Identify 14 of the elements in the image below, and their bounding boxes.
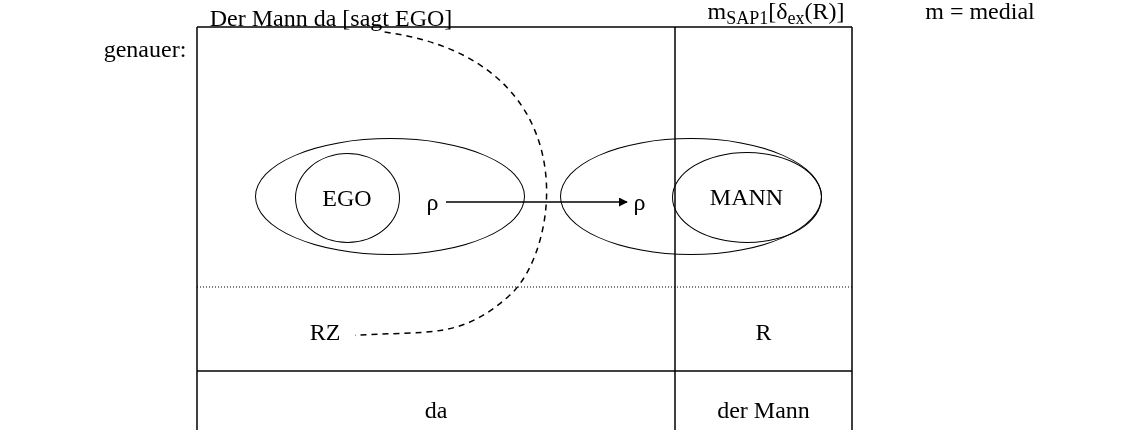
cell-text: der Mann <box>717 398 810 422</box>
symbol-text: ρ <box>626 184 653 219</box>
arrow <box>445 197 628 207</box>
note-text: m = medial <box>925 0 1035 23</box>
outer-ellipse <box>560 138 822 255</box>
side-label: genauer: <box>103 37 187 61</box>
symbol-text: ρ <box>419 184 446 219</box>
cell-text: da <box>424 398 448 422</box>
cell-text: R <box>755 320 772 344</box>
inner-ellipse: MANN <box>671 151 822 243</box>
cell-text: RZ <box>295 315 355 349</box>
formula-text: m$_{SAP1}$[δ$_{ex}$(R)] <box>707 0 845 23</box>
heading-text: Der Mann da [sagt EGO] <box>197 4 465 32</box>
outer-ellipse <box>255 138 525 255</box>
